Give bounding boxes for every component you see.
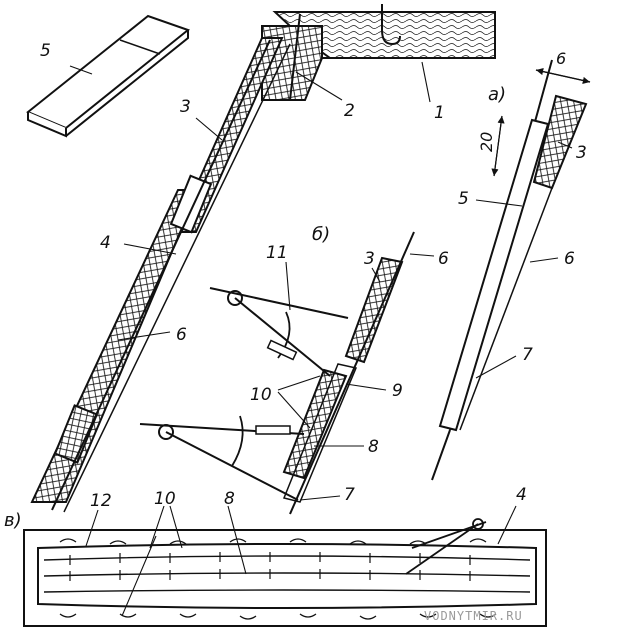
hook-icon: [374, 4, 401, 46]
subfig-v: в): [4, 510, 22, 531]
leader-lines: [69, 61, 573, 617]
label-11-b: 11: [266, 243, 288, 263]
label-6-a-side: 6: [564, 249, 575, 269]
clamp-strip[interactable]: [405, 518, 487, 575]
lining-strip: [51, 39, 291, 513]
label-6-b: 6: [438, 249, 449, 269]
detail-a: [431, 59, 591, 481]
watermark: VODNYTMIR.RU: [424, 609, 523, 623]
scarf-joint-lower: [53, 404, 99, 464]
subfig-a: а): [488, 84, 506, 105]
label-5-a: 5: [458, 189, 469, 209]
dim-width: 6: [556, 49, 566, 68]
label-1: 1: [434, 103, 445, 123]
label-10-b: 10: [250, 385, 272, 405]
clamp-lower[interactable]: [139, 415, 305, 501]
label-2: 2: [344, 101, 355, 121]
label-3-a: 3: [576, 143, 587, 163]
detail-v: [23, 529, 547, 627]
wedge-block: [26, 14, 191, 138]
label-4-main: 4: [100, 233, 111, 253]
dim-length: 20: [477, 132, 496, 152]
label-10-v: 10: [154, 489, 176, 509]
clamp-upper[interactable]: [209, 287, 349, 377]
label-7-a: 7: [522, 345, 533, 365]
subfig-b: б): [312, 224, 330, 245]
label-8-b: 8: [368, 437, 379, 457]
label-5-block: 5: [40, 41, 51, 61]
label-12-v: 12: [90, 491, 112, 511]
label-9-b: 9: [392, 381, 403, 401]
label-4-v: 4: [516, 485, 527, 505]
label-3-b: 3: [364, 249, 375, 269]
label-3-main: 3: [180, 97, 191, 117]
label-7-b: 7: [344, 485, 355, 505]
detail-b: [282, 231, 415, 515]
label-8-v: 8: [224, 489, 235, 509]
label-6-main: 6: [176, 325, 187, 345]
